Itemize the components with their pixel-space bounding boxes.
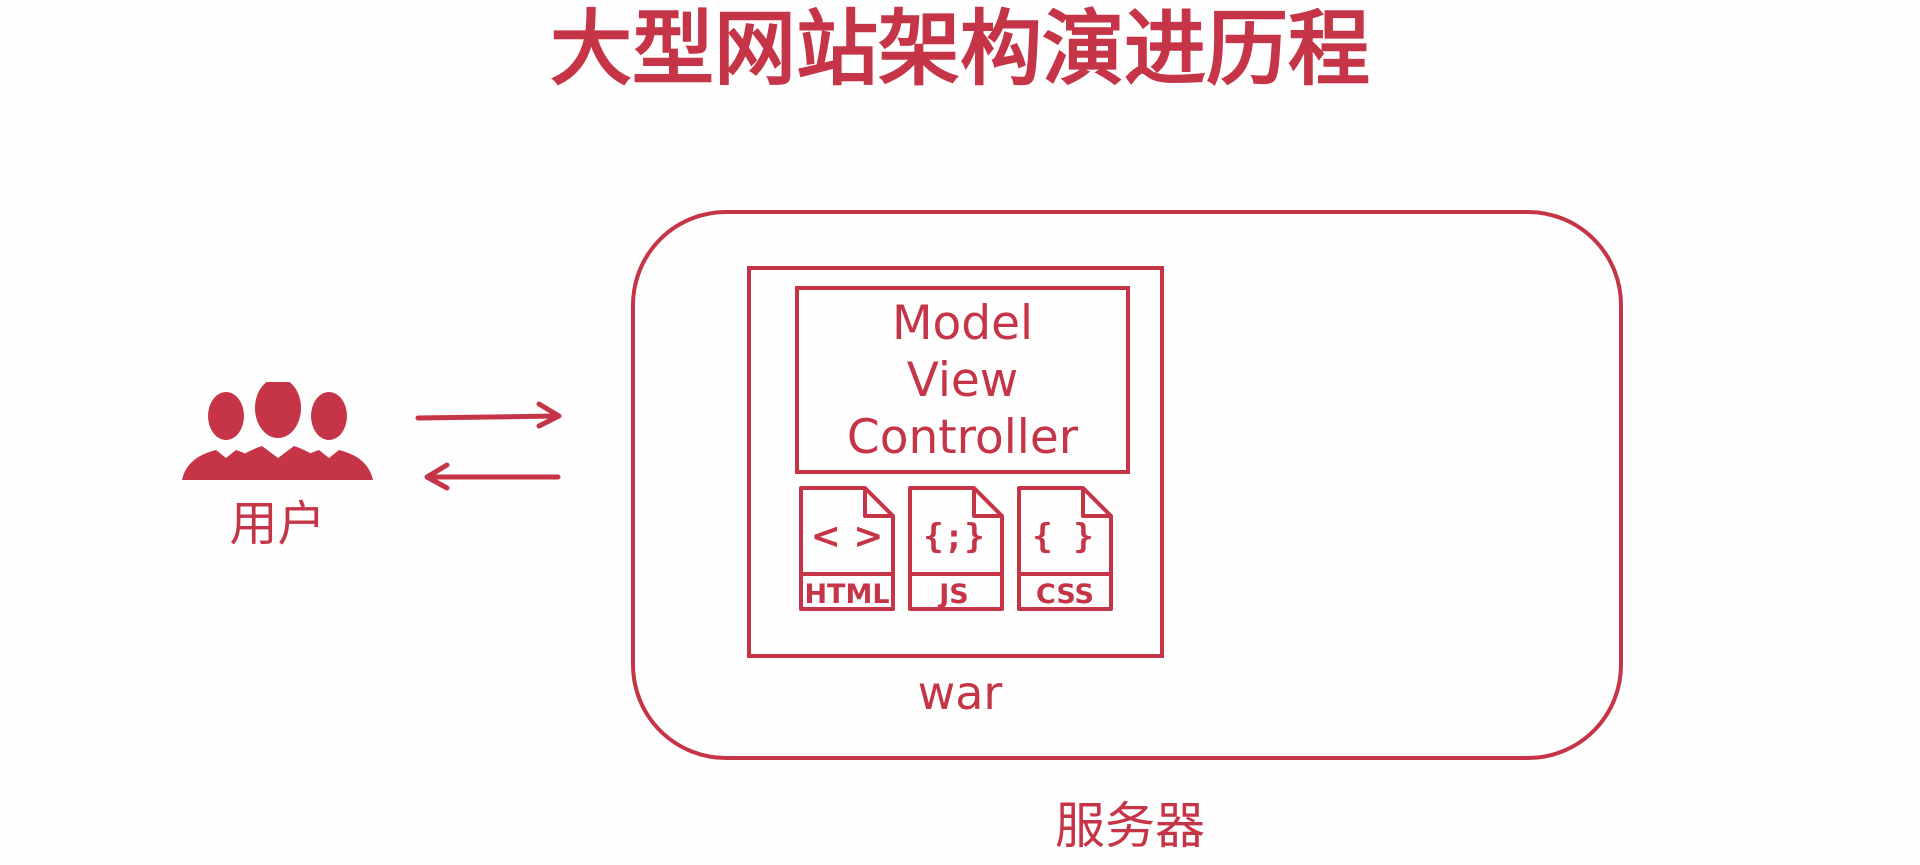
html-file-symbol: < > (811, 516, 884, 557)
war-label: war (917, 666, 1003, 720)
war-package-box (747, 266, 1164, 658)
js-file-icon: {;} JS (908, 486, 1004, 611)
server-container (631, 210, 1623, 760)
user-middle-head (255, 382, 301, 438)
mvc-box: Model View Controller (795, 286, 1130, 474)
user-right-head (311, 392, 347, 440)
css-file-symbol: { } (1032, 517, 1093, 557)
arrow-left-icon (424, 462, 561, 491)
css-file-icon: { } CSS (1017, 486, 1113, 611)
user-left-head (208, 392, 244, 440)
users-group-icon (182, 382, 373, 480)
html-file-label: HTML (804, 579, 889, 610)
html-file-icon: < > HTML (799, 486, 895, 611)
mvc-view-label: View (906, 352, 1019, 408)
user-middle-body (226, 446, 330, 480)
mvc-controller-label: Controller (846, 409, 1079, 465)
request-response-arrows (415, 401, 562, 491)
page-title: 大型网站架构演进历程 (549, 2, 1370, 97)
server-label: 服务器 (1055, 797, 1205, 855)
mvc-model-label: Model (891, 295, 1034, 351)
css-file-label: CSS (1036, 579, 1094, 610)
users-label: 用户 (229, 496, 326, 552)
js-file-symbol: {;} (923, 517, 984, 557)
js-file-label: JS (937, 579, 969, 610)
arrow-right-icon (415, 401, 562, 429)
